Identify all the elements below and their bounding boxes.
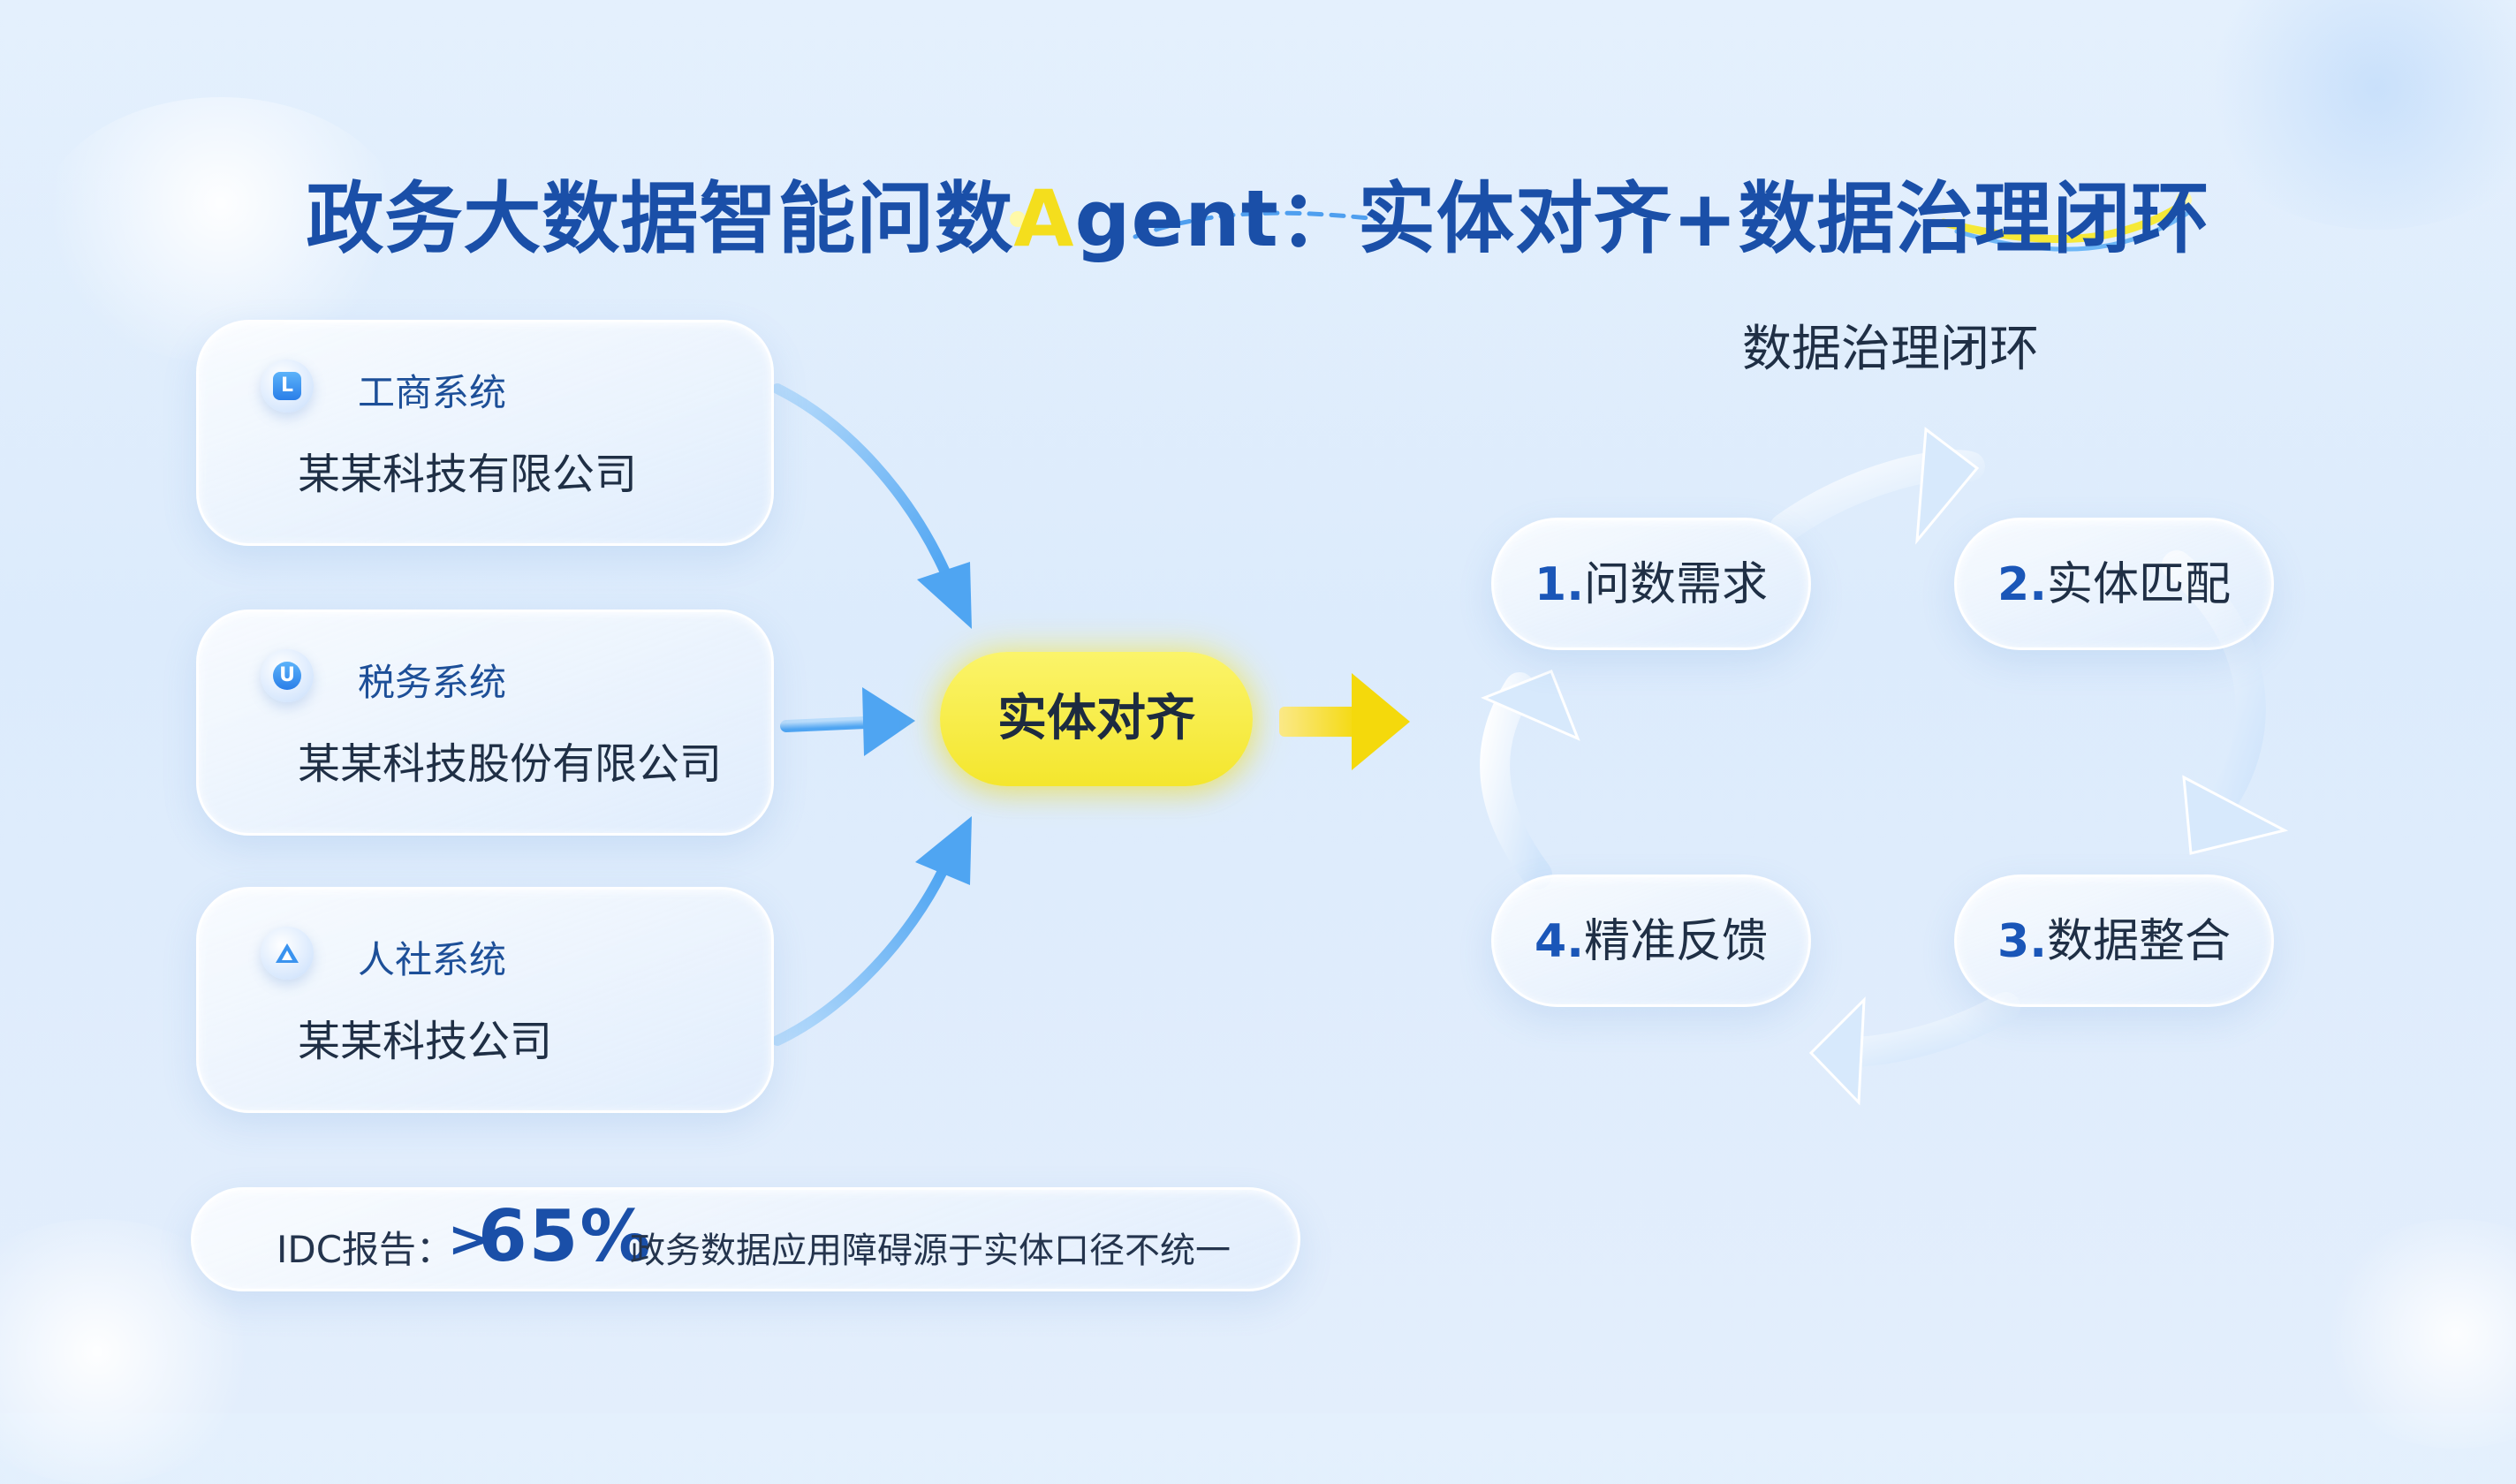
arrow-middle-source bbox=[780, 716, 872, 732]
loop-step-2: 2.实体匹配 bbox=[1954, 518, 2274, 650]
arrow-top-source-head bbox=[917, 562, 972, 629]
arrow-to-loop-shaft bbox=[1279, 707, 1359, 737]
source-system-name: 税务系统 bbox=[358, 661, 507, 704]
source-system-name: 人社系统 bbox=[358, 938, 507, 981]
title-dashed-swoosh bbox=[1133, 210, 1381, 239]
source-system-name: 工商系统 bbox=[358, 371, 507, 414]
loop-step-4: 4.精准反馈 bbox=[1491, 874, 1811, 1007]
idc-greater-than: > bbox=[448, 1211, 489, 1268]
step-label: 精准反馈 bbox=[1583, 915, 1768, 968]
step-number: 2. bbox=[1997, 558, 2047, 611]
source-card-tax: U 税务系统 某某科技股份有限公司 bbox=[196, 610, 774, 836]
loop-step-1: 1.问数需求 bbox=[1491, 518, 1811, 650]
source-card-icon-round-badge: U bbox=[261, 649, 314, 702]
loop-step-3: 3.数据整合 bbox=[1954, 874, 2274, 1007]
source-card-icon-square-l: L bbox=[261, 360, 314, 413]
step-number: 3. bbox=[1997, 915, 2047, 968]
source-card-icon-triangle bbox=[261, 927, 314, 980]
arrow-bottom-source bbox=[772, 867, 947, 1046]
step-label: 问数需求 bbox=[1583, 558, 1768, 611]
sparkle-right bbox=[2176, 192, 2192, 208]
loop-arrow-2-to-3-head bbox=[2182, 775, 2289, 855]
step-number: 1. bbox=[1535, 558, 1584, 611]
arrow-top-source bbox=[772, 383, 951, 578]
sparkle-left bbox=[1010, 211, 1026, 227]
arrow-middle-source-head bbox=[862, 687, 915, 756]
source-company-name: 某某科技有限公司 bbox=[298, 450, 638, 499]
source-card-social-security: 人社系统 某某科技公司 bbox=[196, 887, 774, 1113]
idc-statement: 政务数据应用障碍源于实体口径不统一 bbox=[630, 1230, 1231, 1271]
arrow-to-loop-head bbox=[1352, 673, 1410, 770]
idc-source-label: IDC报告： bbox=[277, 1228, 454, 1271]
loop-arrow-1-to-2-head bbox=[1915, 427, 1980, 545]
loop-arrow-3-to-4-head bbox=[1808, 996, 1866, 1106]
title-blue-swoosh bbox=[1954, 209, 2192, 252]
round-badge-icon: U bbox=[273, 662, 301, 690]
title-part-1: 政务大数据智能问数 bbox=[306, 172, 1014, 264]
source-card-business: L 工商系统 某某科技有限公司 bbox=[196, 320, 774, 546]
page-title: 政务大数据智能问数Agent：实体对齐+数据治理闭环 bbox=[0, 156, 2516, 269]
title-yellow-swoosh bbox=[1939, 201, 2186, 244]
idc-stat-bar: IDC报告： > 65% 政务数据应用障碍源于实体口径不统一 bbox=[191, 1187, 1300, 1291]
loop-arrow-4-to-1-head bbox=[1481, 670, 1580, 741]
step-label: 实体匹配 bbox=[2046, 558, 2231, 611]
loop-title: 数据治理闭环 bbox=[1742, 321, 2039, 378]
loop-arrow-3-to-4 bbox=[1826, 992, 2020, 1067]
source-company-name: 某某科技股份有限公司 bbox=[298, 739, 723, 789]
idc-percentage: 65% bbox=[478, 1195, 653, 1277]
background-decoration bbox=[1010, 192, 2192, 252]
step-label: 数据整合 bbox=[2046, 915, 2231, 968]
square-l-icon: L bbox=[273, 372, 301, 400]
arrow-bottom-source-head bbox=[915, 816, 972, 885]
source-company-name: 某某科技公司 bbox=[298, 1017, 553, 1066]
step-number: 4. bbox=[1535, 915, 1584, 968]
title-part-2: gent：实体对齐+数据治理闭环 bbox=[1074, 172, 2210, 264]
triangle-icon bbox=[273, 939, 301, 967]
entity-alignment-pill: 实体对齐 bbox=[940, 652, 1253, 786]
title-accent-letter: A bbox=[1013, 172, 1075, 264]
